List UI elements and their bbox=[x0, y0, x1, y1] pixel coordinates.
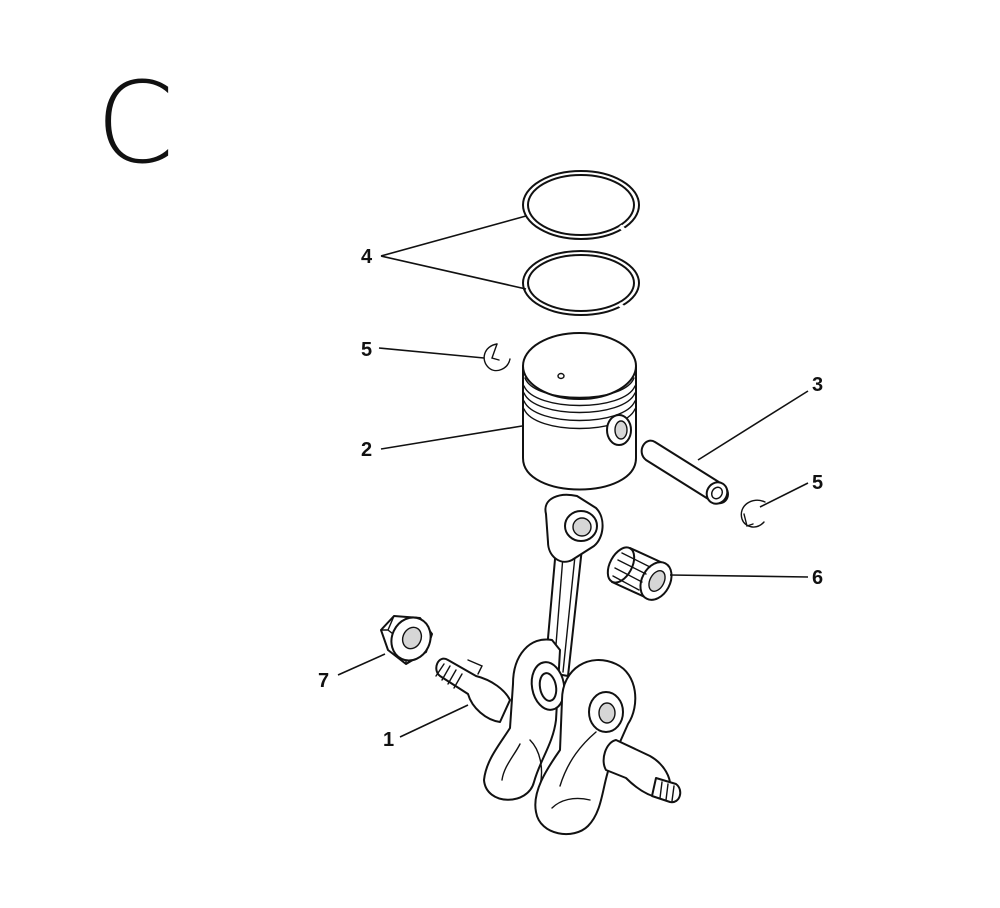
piston[interactable] bbox=[522, 332, 637, 491]
callout-2: 2 bbox=[361, 439, 372, 461]
circlip-right[interactable] bbox=[740, 499, 766, 528]
section-letter: C bbox=[96, 59, 175, 189]
leader-lines bbox=[337, 215, 809, 738]
needle-bearing[interactable] bbox=[602, 543, 677, 605]
piston-ring-upper[interactable] bbox=[522, 170, 640, 240]
callout-labels: 4 5 2 3 5 6 7 1 bbox=[318, 246, 823, 751]
callout-1: 1 bbox=[383, 729, 394, 751]
nut[interactable] bbox=[380, 611, 438, 667]
circlip-left[interactable] bbox=[483, 343, 511, 372]
callout-6: 6 bbox=[812, 567, 823, 589]
piston-rings[interactable] bbox=[522, 170, 640, 316]
callout-7: 7 bbox=[318, 670, 329, 692]
piston-pin[interactable] bbox=[640, 439, 732, 508]
callout-3: 3 bbox=[812, 374, 823, 396]
callout-5-left: 5 bbox=[361, 339, 372, 361]
callout-4: 4 bbox=[361, 246, 373, 268]
callout-5-right: 5 bbox=[812, 472, 823, 494]
piston-ring-lower[interactable] bbox=[522, 250, 640, 316]
crankshaft[interactable] bbox=[435, 493, 682, 835]
